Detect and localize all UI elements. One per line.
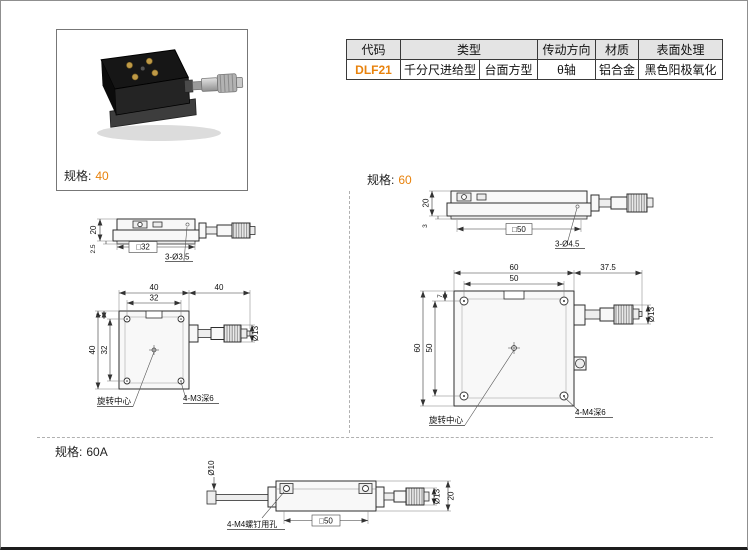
section-label-60: 规格:60 bbox=[367, 171, 412, 188]
dim-top-inner: 50 bbox=[510, 274, 519, 283]
spec-table: 代码 类型 传动方向 材质 表面处理 DLF21 千分尺进给型 台面方型 θ轴 … bbox=[346, 39, 724, 80]
dimensions: 40 40 32 40 32 7 Ø13 旋转中心 4-M3深6 bbox=[88, 283, 260, 407]
section-divider-horizontal bbox=[37, 437, 713, 438]
header-type: 类型 bbox=[399, 39, 539, 60]
spec-value: 60A bbox=[86, 445, 108, 459]
label-rotation-center: 旋转中心 bbox=[429, 415, 464, 425]
dim-mic-dia: Ø13 bbox=[433, 488, 442, 504]
dim-left-inner: 32 bbox=[100, 345, 109, 354]
stage-front-outline bbox=[453, 290, 643, 407]
stage-side-outline bbox=[446, 190, 654, 220]
dim-step: 2.5 bbox=[90, 244, 97, 253]
dim-holes: 3-Ø4.5 bbox=[555, 240, 580, 249]
dim-step: 3 bbox=[422, 224, 429, 228]
dimensions: 20 3 □50 3-Ø4.5 bbox=[422, 190, 585, 249]
dim-top-inner: 32 bbox=[150, 294, 159, 303]
spec-label: 规格: bbox=[64, 169, 92, 183]
dim-top-right: 37.5 bbox=[600, 263, 616, 272]
product-photo-box: 规格:40 bbox=[56, 29, 248, 191]
cell-type-a: 千分尺进给型 bbox=[399, 59, 481, 80]
cell-drive: θ轴 bbox=[537, 59, 597, 80]
dim-left-outer: 40 bbox=[88, 345, 97, 354]
spec-label: 规格: bbox=[367, 173, 395, 187]
drawing-spec40-side: 20 2.5 □32 3-Ø3.5 bbox=[89, 218, 256, 262]
dimensions: 20 2.5 □32 3-Ø3.5 bbox=[89, 218, 196, 262]
dim-height: 20 bbox=[89, 225, 98, 234]
header-surface: 表面处理 bbox=[638, 39, 724, 60]
dimensions: Ø10 4-M4螺钉用孔 □50 Ø13 20 bbox=[207, 460, 456, 530]
dimensions: 60 37.5 50 60 50 7 Ø13 旋转中心 4-M4深 bbox=[413, 263, 656, 426]
stage-side-outline bbox=[206, 480, 430, 512]
dim-left-inner: 50 bbox=[425, 343, 434, 352]
dim-corner-holes: 4-M4深6 bbox=[575, 408, 606, 417]
cell-type-b: 台面方型 bbox=[479, 59, 539, 80]
drawing-spec60-side: 20 3 □50 3-Ø4.5 bbox=[422, 190, 654, 249]
dim-left-outer: 60 bbox=[413, 343, 422, 352]
spec-label: 规格: bbox=[55, 445, 83, 459]
dim-height: 20 bbox=[447, 491, 456, 500]
table-row: DLF21 千分尺进给型 台面方型 θ轴 铝合金 黑色阳极氧化 bbox=[346, 59, 724, 80]
rotation-stage-photo bbox=[100, 49, 244, 128]
header-material: 材质 bbox=[595, 39, 640, 60]
dim-mic-dia: Ø13 bbox=[647, 306, 656, 322]
drawing-spec60-front: 60 37.5 50 60 50 7 Ø13 旋转中心 4-M4深 bbox=[413, 263, 656, 426]
spec-value: 60 bbox=[398, 173, 412, 187]
stage-front-outline bbox=[118, 310, 251, 390]
drawing-spec40-front: 40 40 32 40 32 7 Ø13 旋转中心 4-M3深6 bbox=[88, 283, 260, 407]
cell-surface: 黑色阳极氧化 bbox=[638, 59, 724, 80]
dim-mic-dia: Ø13 bbox=[251, 325, 260, 341]
header-code: 代码 bbox=[346, 39, 401, 60]
dim-left-small: 7 bbox=[437, 294, 444, 298]
label-rotation-center: 旋转中心 bbox=[97, 396, 132, 406]
dim-table-size: □50 bbox=[319, 517, 333, 526]
dim-holes: 3-Ø3.5 bbox=[165, 253, 190, 262]
dim-screw-holes: 4-M4螺钉用孔 bbox=[227, 519, 277, 529]
product-photo bbox=[97, 49, 244, 141]
dim-shaft-dia: Ø10 bbox=[207, 460, 216, 476]
dim-table-size: □32 bbox=[136, 243, 150, 252]
dim-left-small: 7 bbox=[96, 313, 103, 317]
section-label-40: 规格:40 bbox=[64, 167, 109, 184]
header-drive: 传动方向 bbox=[537, 39, 597, 60]
table-header-row: 代码 类型 传动方向 材质 表面处理 bbox=[346, 39, 724, 60]
dim-table-size: □50 bbox=[512, 225, 526, 234]
section-divider-vertical bbox=[349, 191, 350, 433]
dim-top-width: 60 bbox=[510, 263, 519, 272]
spec-value: 40 bbox=[95, 169, 109, 183]
drawing-spec60a-side: Ø10 4-M4螺钉用孔 □50 Ø13 20 bbox=[206, 460, 456, 530]
micrometer-photo bbox=[184, 73, 244, 93]
dim-height: 20 bbox=[422, 198, 431, 207]
dim-top-right: 40 bbox=[215, 283, 224, 292]
stage-side-outline bbox=[112, 218, 256, 245]
cell-material: 铝合金 bbox=[595, 59, 640, 80]
dim-corner-holes: 4-M3深6 bbox=[183, 394, 214, 403]
cell-code: DLF21 bbox=[346, 59, 401, 80]
dim-top-width: 40 bbox=[150, 283, 159, 292]
section-label-60a: 规格:60A bbox=[55, 443, 108, 460]
